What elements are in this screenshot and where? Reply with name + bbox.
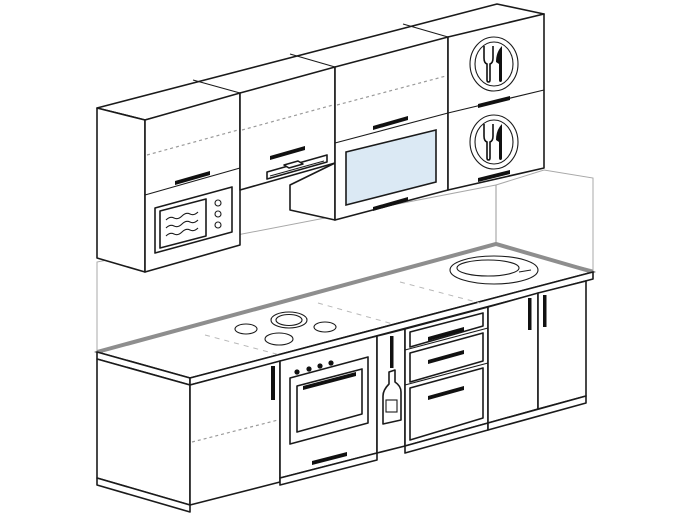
left-cabinet-hinge-line [146,129,239,156]
sink-plinth [487,395,587,431]
range-hood [266,154,328,180]
sink-left-handle[interactable] [528,298,532,330]
microwave-cabinet-shelf [144,167,241,196]
glass-cabinet-top-handle[interactable] [373,116,408,130]
drawer-2-handle[interactable] [428,350,464,364]
oven-knob-3[interactable] [317,363,323,369]
top-joint-3 [399,281,481,304]
drawer-3-handle[interactable] [428,386,464,400]
sink-icon [449,255,539,285]
oven-knob-1[interactable] [294,369,300,375]
microwave-wave-icon [165,211,199,221]
top-seam-3 [402,23,449,38]
hood-cabinet-hinge-line [241,104,334,131]
lower-cabinet-1-hinge-line [191,419,279,443]
lower-cabinet-1 [189,360,281,506]
oven-knob-2[interactable] [306,366,312,372]
microwave-wave-icon-3 [165,227,199,237]
fork-knife-icon [469,114,519,170]
drawer-divider-1 [404,327,489,351]
drawer-3[interactable] [409,367,484,441]
glass-cabinet-split [334,112,449,144]
oven-plinth [279,452,378,486]
drawer-1-handle[interactable] [428,327,464,341]
countertop-front-edge [189,271,594,386]
microwave-knob-2[interactable] [214,210,222,218]
microwave-knob-3[interactable] [214,221,222,229]
drawer-divider-2 [404,362,489,386]
microwave-knob-1[interactable] [214,199,222,207]
backsplash [96,169,594,357]
hob-icon [234,311,337,346]
upper-cabinets [96,3,545,273]
glass-cabinet-window [345,128,437,207]
oven-drawer-handle[interactable] [312,452,347,465]
cutlery-cabinet-bottom-handle[interactable] [478,170,510,182]
range-hood-vent [283,160,304,169]
microwave-wave-icon-2 [165,219,199,229]
cutlery-cabinet-top-handle[interactable] [478,96,510,108]
top-seam-1 [192,79,241,94]
microwave [154,186,233,254]
lower-cabinets [96,280,587,513]
hood-cabinet-handle[interactable] [270,146,305,160]
bottle-icon [382,369,402,425]
lower-left-plinth [96,477,191,513]
range-hood-rim [269,160,325,177]
oven-knob-4[interactable] [328,360,334,366]
oven-door-handle[interactable] [303,372,356,390]
left-cabinet-side [96,107,146,273]
glass-cabinet-bottom-handle[interactable] [373,197,408,211]
top-joint-2 [317,302,394,325]
oven-icon [289,356,369,445]
fork-knife-icon [469,36,519,92]
top-joint-1 [204,334,281,356]
sink-right-handle[interactable] [543,295,547,327]
lower-cabinet-1-handle[interactable] [271,366,275,400]
bottle-cabinet-handle[interactable] [390,336,394,368]
left-cabinet-handle[interactable] [175,171,210,185]
countertop [93,241,597,386]
countertop-back-edge [96,241,594,354]
sink-faucet [518,269,532,273]
top-seam-2 [289,53,336,68]
glass-cabinet-hinge-line [336,75,447,106]
